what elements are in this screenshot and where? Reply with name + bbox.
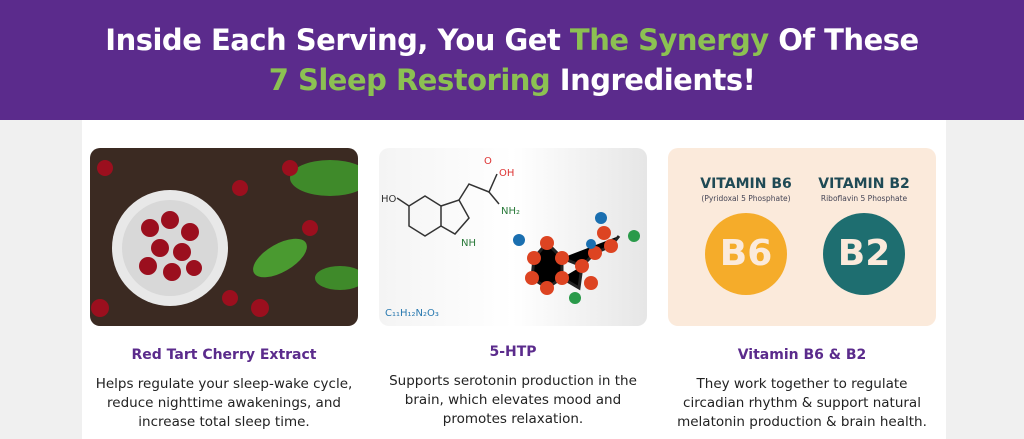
ingredient-name: 5-HTP xyxy=(489,344,537,360)
svg-text:NH: NH xyxy=(461,238,476,249)
vitamin-image: VITAMIN B6 (Pyridoxal 5 Phosphate) B6 VI… xyxy=(668,148,936,326)
svg-text:O: O xyxy=(484,156,492,167)
ingredient-description: Helps regulate your sleep-wake cycle, re… xyxy=(95,376,353,430)
svg-text:NH₂: NH₂ xyxy=(501,206,520,217)
ingredient-name: Vitamin B6 & B2 xyxy=(737,347,867,363)
hero-banner: Inside Each Serving, You Get The Synergy… xyxy=(0,0,1024,120)
ingredient-description: They work together to regulate circadian… xyxy=(677,376,927,430)
page-title: Inside Each Serving, You Get The Synergy… xyxy=(105,23,919,97)
b2-badge: B2 xyxy=(823,213,905,295)
svg-text:HO: HO xyxy=(381,194,397,205)
ingredient-card-vitamins: VITAMIN B6 (Pyridoxal 5 Phosphate) B6 VI… xyxy=(668,148,936,432)
svg-text:OH: OH xyxy=(499,168,514,179)
ingredient-card-cherry: Red Tart Cherry Extract Helps regulate y… xyxy=(90,148,358,432)
b6-badge: B6 xyxy=(705,213,787,295)
svg-text:C₁₁H₁₂N₂O₃: C₁₁H₁₂N₂O₃ xyxy=(385,308,439,319)
molecule-illustration: OH O NH₂ HO NH C₁₁H₁₂N₂O₃ xyxy=(381,156,640,319)
ingredient-name: Red Tart Cherry Extract xyxy=(131,347,317,363)
ingredients-panel: Red Tart Cherry Extract Helps regulate y… xyxy=(82,120,946,439)
5htp-molecule-image: OH O NH₂ HO NH C₁₁H₁₂N₂O₃ xyxy=(379,148,647,326)
ingredient-description: Supports serotonin production in the bra… xyxy=(389,373,637,427)
ingredient-card-5htp: OH O NH₂ HO NH C₁₁H₁₂N₂O₃ 5-HTP Supports… xyxy=(379,148,647,429)
cherry-image xyxy=(90,148,358,326)
cherry-illustration xyxy=(91,160,358,317)
